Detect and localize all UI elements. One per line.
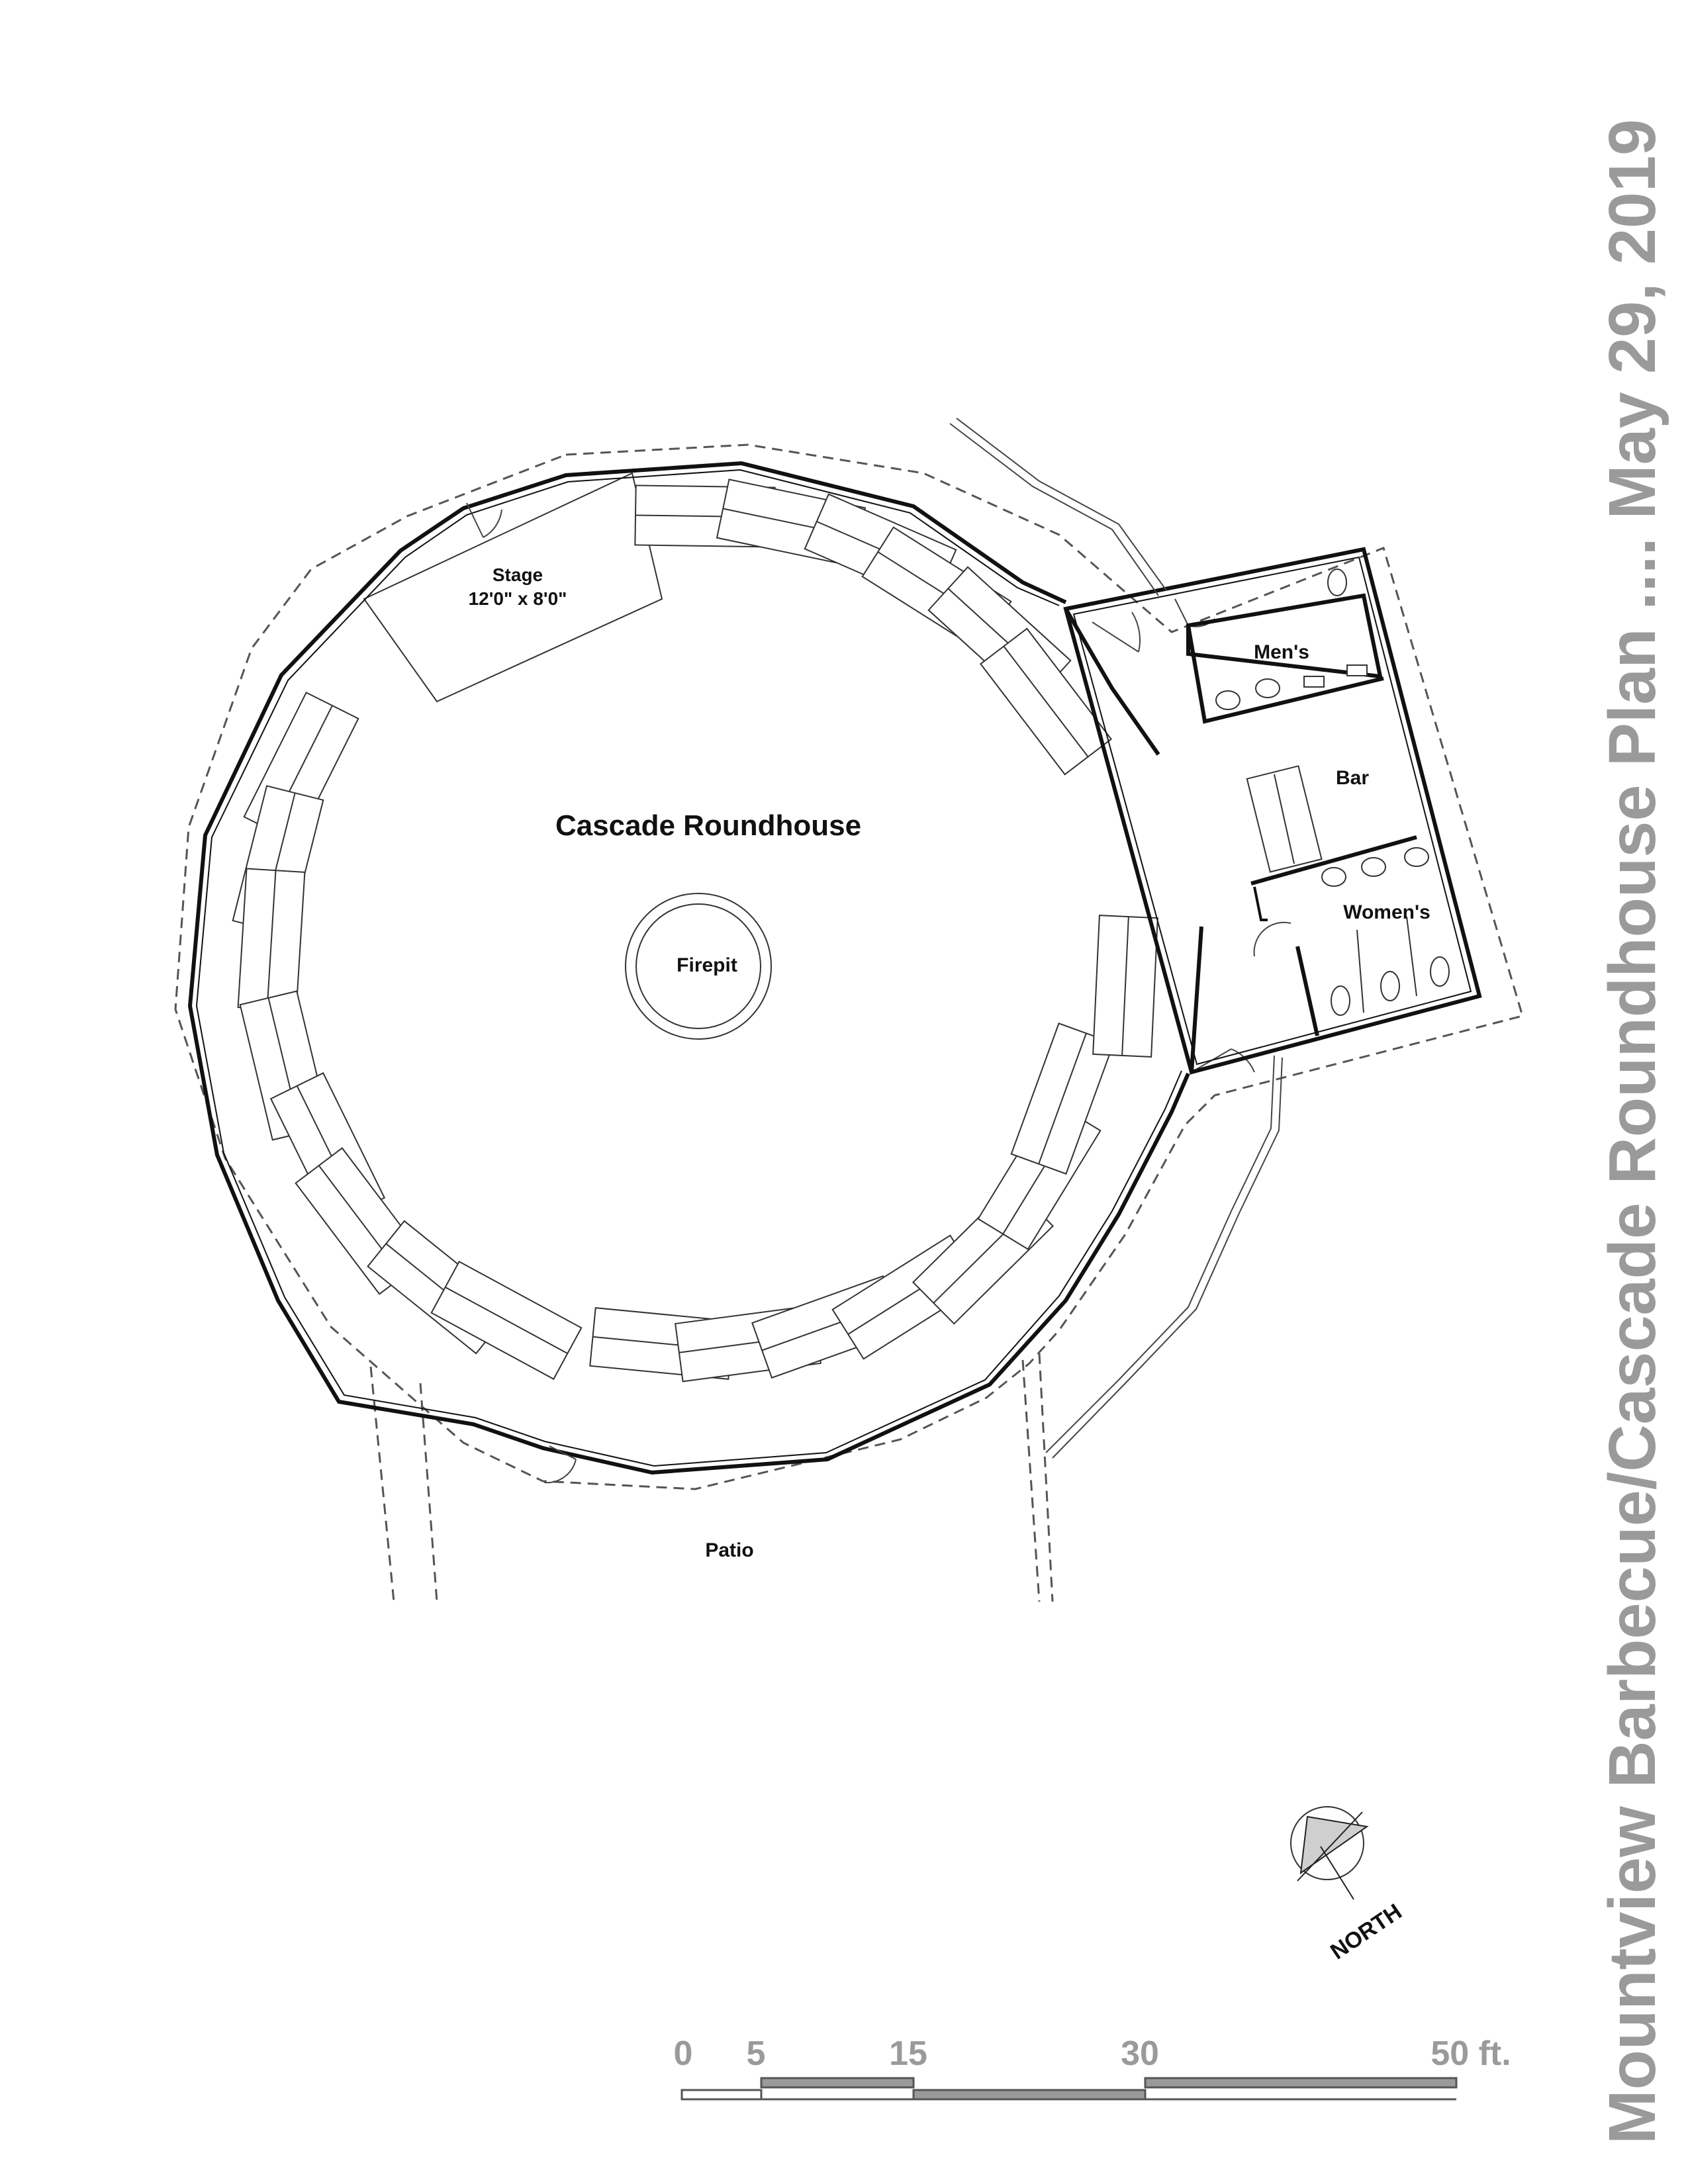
stage-platform	[363, 472, 663, 703]
womens-toilet-1	[1331, 985, 1350, 1016]
annex-outer-wall	[1063, 547, 1482, 1075]
mens-sink-1	[1215, 690, 1241, 710]
patio-label: Patio	[705, 1539, 753, 1561]
plan-title: Mountview Barbecue/Cascade Roundhouse Pl…	[1595, 119, 1669, 2144]
womens-toilet-3	[1430, 956, 1450, 987]
interior-wall-south	[1190, 926, 1203, 1073]
scale-tick-5: 5	[747, 2034, 766, 2073]
womens-sink-1	[1321, 867, 1346, 887]
scale-tick-15: 15	[889, 2034, 927, 2073]
door-stage	[466, 502, 502, 538]
bar-counter-divider	[1274, 774, 1295, 864]
scale-segment-5-15	[760, 2077, 915, 2089]
mens-urinal-1	[1303, 676, 1325, 688]
door-swings	[466, 502, 1291, 1484]
roundhouse-wall-outer	[187, 461, 1190, 1475]
stage-label: Stage	[492, 565, 543, 585]
bench	[1092, 915, 1158, 1058]
womens-upper-wall	[1250, 835, 1417, 886]
mens-urinal-2	[1346, 664, 1368, 676]
womens-lower-wall	[1295, 946, 1319, 1036]
main-room-label: Cascade Roundhouse	[555, 809, 861, 842]
annex-inner-wall	[1072, 556, 1472, 1066]
north-rail-b	[956, 418, 1167, 591]
patio-left-edge-2	[419, 1383, 438, 1602]
firepit-inner-ring	[635, 903, 761, 1029]
scale-segment-15-30	[912, 2089, 1147, 2101]
scale-tick-50: 50 ft.	[1430, 2034, 1511, 2073]
bench	[979, 627, 1113, 776]
restroom-fixtures	[1215, 569, 1450, 1016]
south-rail-a	[1045, 1055, 1275, 1453]
firepit-outer-ring	[625, 893, 772, 1040]
scale-segment-30-50	[1144, 2077, 1458, 2089]
firepit	[625, 893, 772, 1040]
door-womens	[1253, 921, 1291, 957]
scale-tick-30: 30	[1121, 2034, 1159, 2073]
roundhouse-wall-inner	[195, 469, 1182, 1467]
mens-room-walls	[1186, 593, 1383, 679]
womens-room-label: Women's	[1343, 901, 1430, 923]
bench-divider	[1003, 645, 1089, 758]
firepit-label: Firepit	[677, 954, 737, 976]
patio-right-edge-1	[1021, 1359, 1041, 1602]
roundhouse-outer-dashed	[174, 443, 1524, 1490]
bench-divider	[266, 870, 277, 1009]
bench-group	[232, 478, 1158, 1383]
north-rail-a	[949, 423, 1159, 596]
mens-sink-2	[1255, 678, 1280, 698]
north-label: NORTH	[1326, 1899, 1406, 1964]
bench-divider	[1121, 917, 1129, 1056]
scale-tick-0: 0	[674, 2034, 693, 2073]
mens-room-label: Men's	[1254, 641, 1309, 663]
annex-building	[1063, 547, 1482, 1075]
bench-divider	[1038, 1032, 1087, 1165]
north-arrow-shaft	[1297, 1811, 1363, 1882]
mens-toilet	[1327, 569, 1347, 596]
bench-divider	[445, 1287, 568, 1354]
womens-stall-1	[1356, 929, 1364, 1013]
womens-toilet-2	[1380, 971, 1400, 1001]
door-patio	[543, 1445, 577, 1484]
womens-partition	[1253, 886, 1268, 921]
bench	[237, 868, 306, 1012]
interior-wall-north	[1064, 608, 1160, 756]
door-north-entry	[1092, 612, 1141, 653]
womens-sink-3	[1404, 847, 1429, 867]
womens-sink-2	[1361, 857, 1386, 877]
scale-segment-0-5	[680, 2089, 763, 2101]
bench	[430, 1260, 583, 1381]
north-arrow: NORTH	[1290, 1806, 1407, 1964]
exterior-rails	[949, 418, 1283, 1459]
bar-label: Bar	[1336, 767, 1369, 789]
bench	[1010, 1023, 1115, 1175]
stage-size-label: 12'0" x 8'0"	[469, 588, 567, 609]
patio-right-edge-2	[1038, 1353, 1054, 1602]
mens-lower-wall	[1186, 625, 1384, 724]
south-rail-b	[1052, 1057, 1283, 1459]
north-arrow-tail	[1320, 1846, 1354, 1900]
womens-stall-2	[1406, 916, 1417, 997]
scale-bar: 0 5 15 30 50 ft.	[674, 2034, 1511, 2101]
roundhouse-wall	[187, 461, 1203, 1475]
